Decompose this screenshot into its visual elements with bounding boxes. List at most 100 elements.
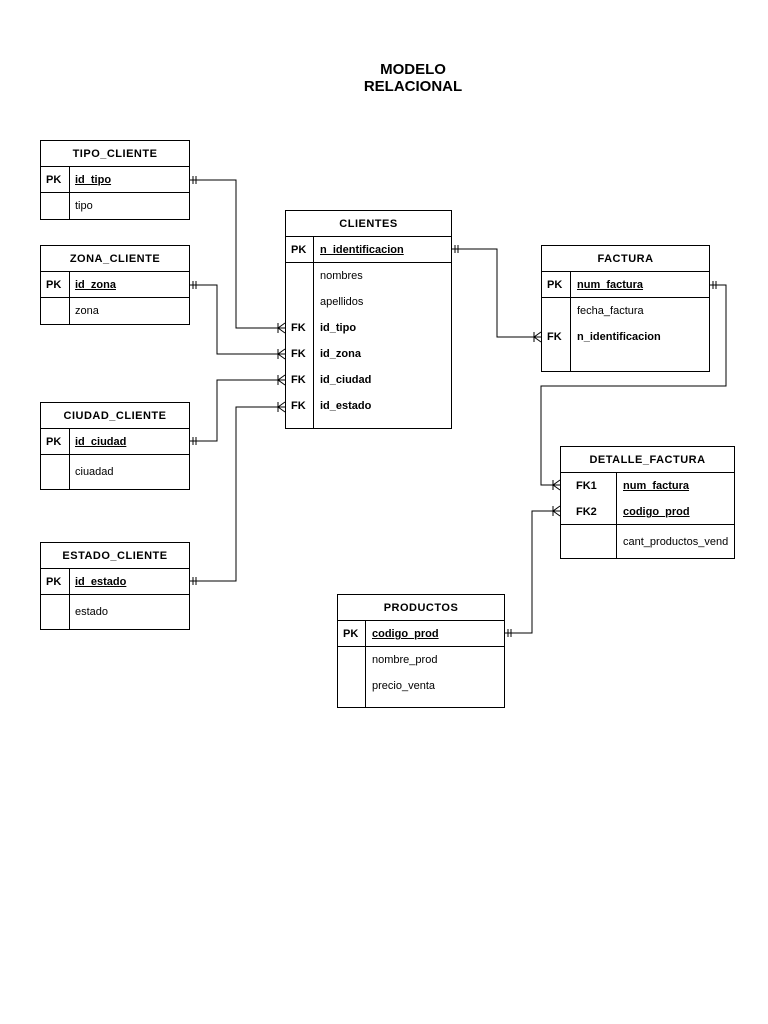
title-line-1: MODELO (380, 61, 446, 78)
crows-foot-marker (277, 379, 286, 386)
attribute-name: fecha_factura (577, 305, 644, 317)
attribute-row-fecha-factura[interactable]: fecha_factura (542, 298, 709, 324)
attribute-row-estado[interactable]: estado (41, 599, 189, 625)
attribute-name: id_zona (75, 279, 116, 291)
relationship-ciudad-cliente-clientes (190, 379, 285, 442)
title-line-2: RELACIONAL (363, 78, 463, 95)
column-divider (570, 272, 571, 297)
attribute-row-nombre-prod[interactable]: nombre_prod (338, 647, 504, 673)
crows-foot-marker (277, 401, 286, 408)
crows-foot-marker (552, 510, 561, 517)
attribute-row-id-estado[interactable]: PK id_estado (41, 569, 189, 595)
attribute-row-nombres[interactable]: nombres (286, 263, 451, 289)
column-divider (69, 429, 70, 454)
attribute-name: id_tipo (75, 174, 112, 186)
crows-foot-marker (552, 505, 561, 512)
crows-foot-marker (277, 406, 286, 413)
relationship-tipo-cliente-clientes (190, 179, 285, 329)
relationship-factura-detalle-factura (540, 284, 727, 486)
crows-foot-marker (277, 353, 286, 360)
column-divider (616, 473, 617, 524)
attribute-row-cant-productos-vend[interactable]: cant_productos_vend (561, 529, 734, 555)
crows-foot-marker (277, 348, 286, 355)
crows-foot-marker (277, 322, 286, 329)
attribute-row-id-ciudad[interactable]: PK id_ciudad (41, 429, 189, 455)
entity-name: DETALLE_FACTURA (561, 447, 734, 473)
attribute-name: tipo (75, 200, 93, 212)
attribute-name: id_estado (75, 576, 127, 588)
crows-foot-marker (552, 479, 561, 486)
attribute-name: ciuadad (75, 466, 114, 478)
attribute-name: n_identificacion (320, 244, 404, 256)
column-divider (365, 647, 366, 707)
attribute-row-zona[interactable]: zona (41, 298, 189, 324)
key-section: PK id_ciudad (41, 429, 189, 455)
crows-foot-marker (277, 327, 286, 334)
column-divider (69, 167, 70, 192)
entity-name: FACTURA (542, 246, 709, 272)
entity-name: CIUDAD_CLIENTE (41, 403, 189, 429)
attribute-name: codigo_prod (623, 506, 690, 518)
attribute-row-ciuadad[interactable]: ciuadad (41, 459, 189, 485)
attribute-row-precio-venta[interactable]: precio_venta (338, 673, 504, 699)
attribute-name: zona (75, 305, 99, 317)
attribute-name: id_ciudad (75, 436, 127, 448)
attribute-section: ciuadad (41, 455, 189, 489)
crows-foot-marker (277, 374, 286, 381)
key-marker: PK (46, 436, 62, 448)
entity-name: TIPO_CLIENTE (41, 141, 189, 167)
attribute-name: num_factura (623, 480, 690, 492)
column-divider (313, 237, 314, 262)
entity-name: ESTADO_CLIENTE (41, 543, 189, 569)
column-divider (69, 595, 70, 629)
key-marker: FK (291, 400, 306, 412)
key-section: PK id_zona (41, 272, 189, 298)
attribute-section: zona (41, 298, 189, 324)
attribute-row-codigo-prod[interactable]: FK2 codigo_prod (561, 499, 734, 525)
attribute-name: nombres (320, 270, 363, 282)
key-marker: PK (46, 576, 62, 588)
attribute-name: cant_productos_vend (623, 536, 729, 548)
crows-foot-marker (533, 331, 542, 338)
key-marker: FK2 (576, 506, 597, 518)
entity-name: ZONA_CLIENTE (41, 246, 189, 272)
relationship-estado-cliente-clientes (190, 406, 285, 582)
column-divider (616, 525, 617, 558)
attribute-name: apellidos (320, 296, 364, 308)
key-section: PK id_estado (41, 569, 189, 595)
key-marker: PK (343, 628, 359, 640)
relationship-zona-cliente-clientes (190, 284, 285, 355)
attribute-row-tipo[interactable]: tipo (41, 193, 189, 219)
key-marker: PK (46, 279, 62, 291)
key-marker: FK (291, 348, 306, 360)
attribute-name: estado (75, 606, 109, 618)
attribute-row-id-zona[interactable]: PK id_zona (41, 272, 189, 298)
attribute-row-apellidos[interactable]: apellidos (286, 289, 451, 315)
relationship-productos-detalle-factura (505, 510, 560, 634)
column-divider (69, 272, 70, 297)
